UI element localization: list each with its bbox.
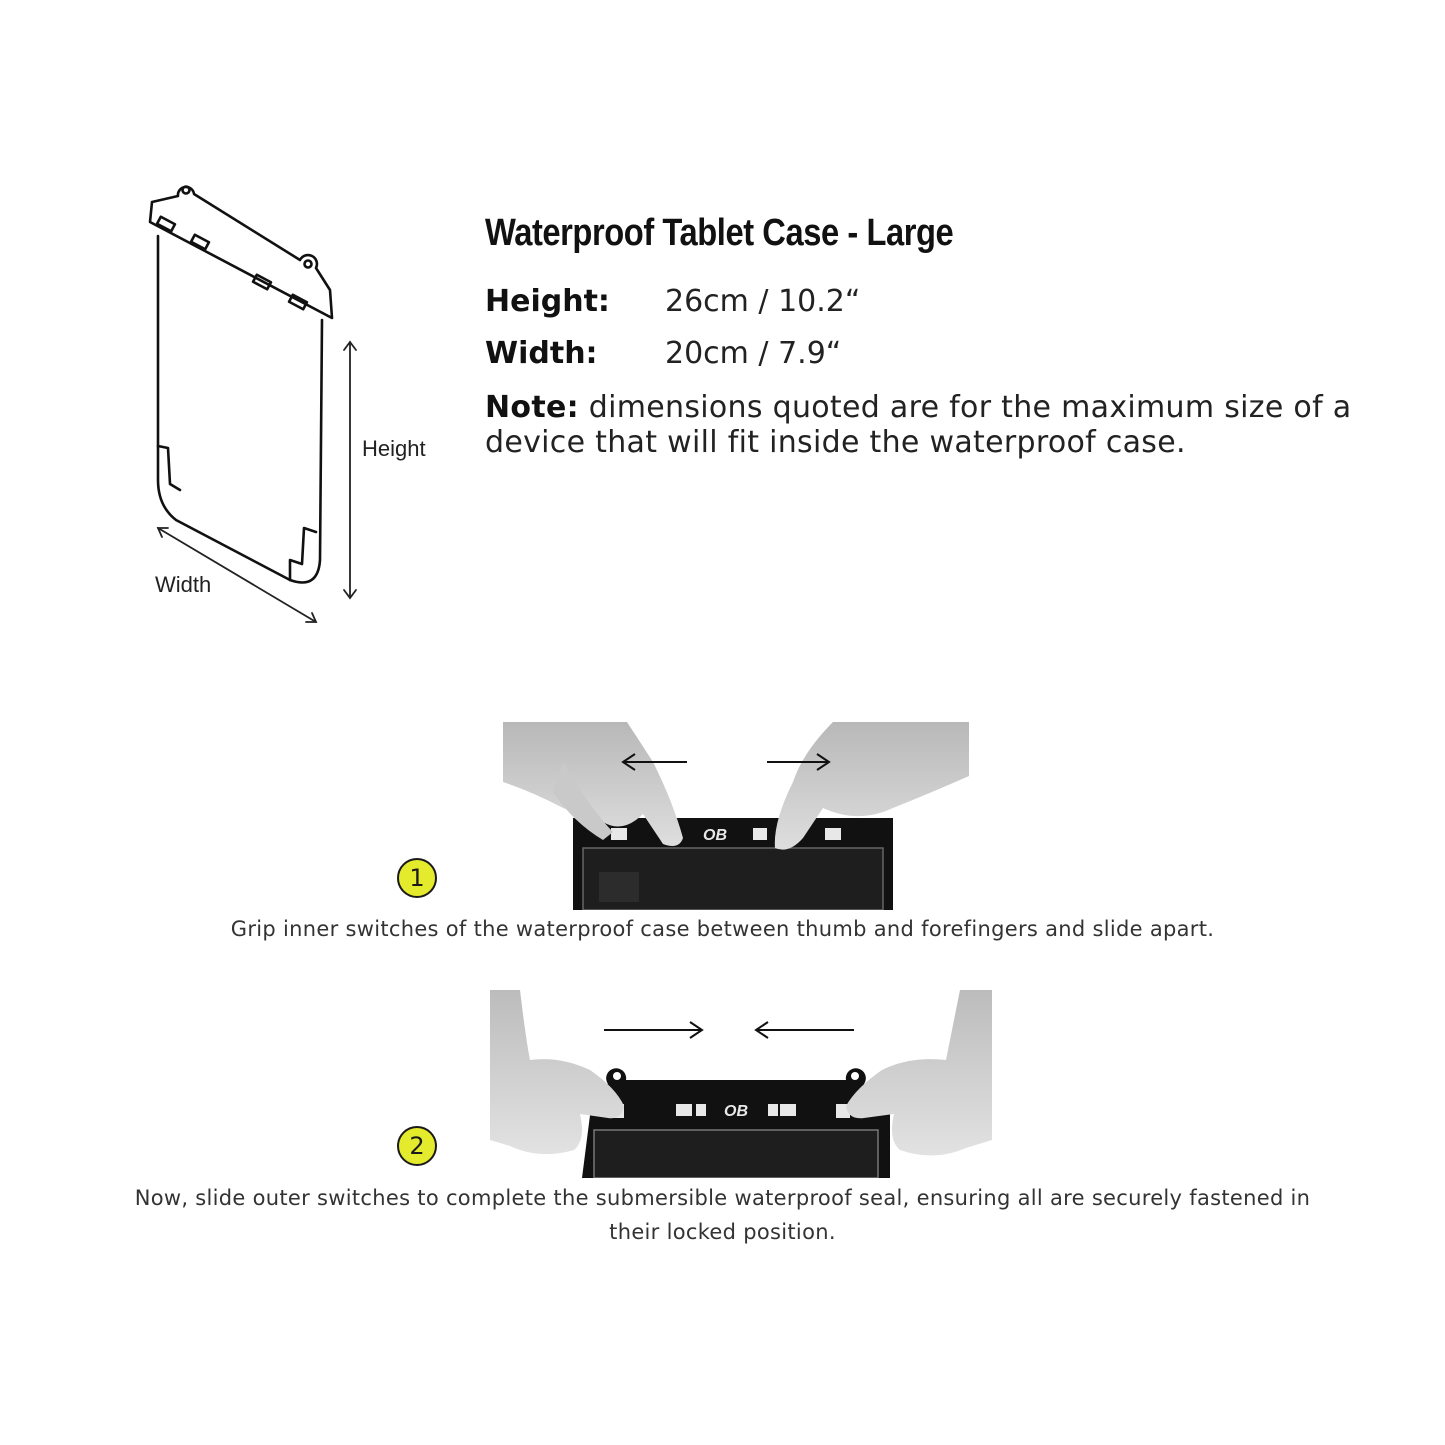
- step-1-photo: OB: [503, 722, 969, 910]
- height-spec-label: Height:: [485, 284, 610, 319]
- width-spec-label: Width:: [485, 336, 598, 371]
- height-spec-value: 26cm / 10.2“: [665, 284, 861, 319]
- height-arrow: [343, 340, 357, 600]
- step-1-number-badge: 1: [397, 858, 437, 898]
- width-arrow: [156, 527, 318, 623]
- note-label: Note:: [485, 390, 579, 425]
- ob-logo-1: OB: [703, 827, 727, 844]
- diagram-height-label: Height: [362, 436, 426, 461]
- step-2-number-badge: 2: [397, 1126, 437, 1166]
- step-2-caption: Now, slide outer switches to complete th…: [134, 1186, 1311, 1244]
- step-1-caption: Grip inner switches of the waterproof ca…: [230, 917, 1215, 941]
- ob-logo-2: OB: [724, 1103, 748, 1120]
- diagram-width-label: Width: [155, 572, 212, 597]
- note-text: dimensions quoted are for the maximum si…: [485, 390, 1352, 460]
- case-outline-diagram: [148, 185, 334, 584]
- step-2-photo: OB: [490, 990, 992, 1178]
- width-spec-value: 20cm / 7.9“: [665, 336, 842, 371]
- dimensions-note: Note: dimensions quoted are for the maxi…: [485, 390, 1385, 460]
- product-title: Waterproof Tablet Case - Large: [485, 212, 954, 254]
